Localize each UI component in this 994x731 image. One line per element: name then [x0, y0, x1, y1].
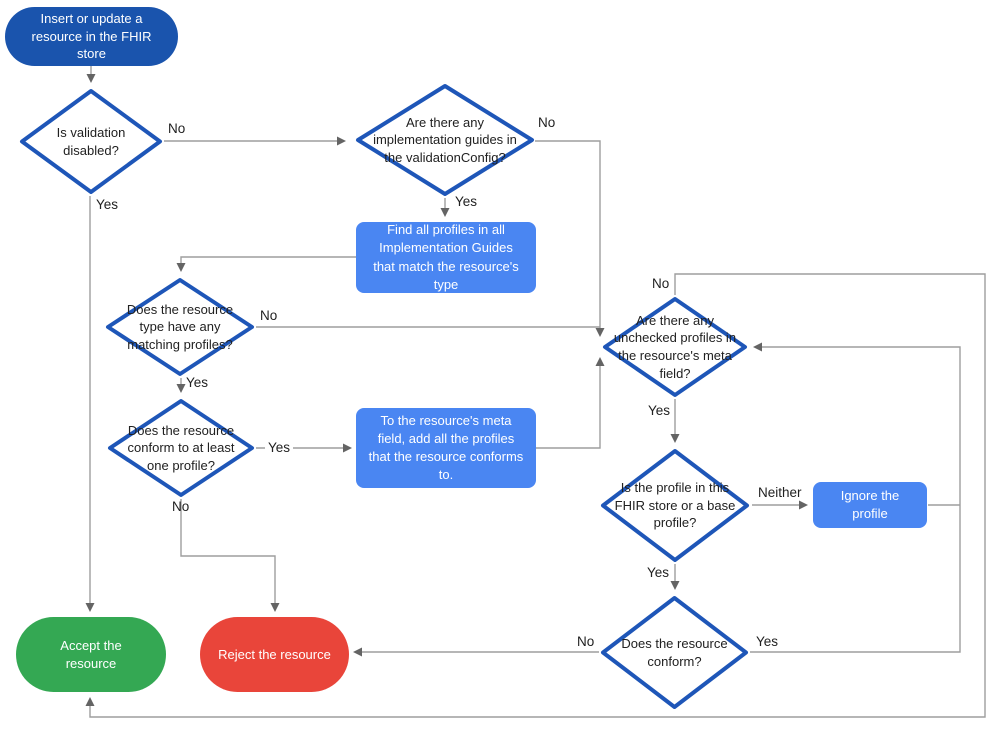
node-accept: Accept the resource [16, 617, 166, 692]
node-add-profiles-to-meta: To the resource's meta field, add all th… [356, 408, 536, 488]
node-reject-label: Reject the resource [218, 646, 331, 662]
label-conform-no: No [577, 634, 595, 649]
node-ignore-profile: Ignore the profile [813, 482, 927, 528]
edge-conformone-no-to-reject [180, 499, 280, 612]
node-conforms-to-one-profile-label: Does the resource conform to at least on… [127, 422, 235, 473]
node-accept-label: Accept the resource [60, 637, 122, 671]
label-validation-no: No [168, 121, 186, 136]
node-find-all-profiles-label: Find all profiles in all Implementation … [373, 222, 519, 292]
diamond-shape [106, 278, 254, 376]
label-unchecked-no: No [652, 276, 670, 291]
label-store-yes: Yes [647, 565, 670, 580]
node-does-resource-conform-label: Does the resource conform? [621, 635, 728, 669]
edge-findprofiles-to-matching [176, 256, 356, 272]
node-type-has-matching-profiles: Does the resource type have any matching… [105, 277, 255, 377]
label-conform-yes: Yes [756, 634, 779, 649]
node-any-implementation-guides: Are there any implementation guides in t… [355, 83, 535, 197]
node-does-resource-conform: Does the resource conform? [600, 595, 749, 710]
label-validation-yes: Yes [96, 197, 119, 212]
diamond-shape [603, 297, 747, 397]
label-conform-one-no: No [172, 499, 190, 514]
node-start: Insert or update a resource in the FHIR … [5, 7, 178, 66]
diamond-shape [356, 84, 534, 196]
node-any-implementation-guides-label: Are there any implementation guides in t… [373, 114, 517, 165]
edge-meta-to-unchecked [536, 357, 605, 449]
diamond-shape [20, 89, 162, 194]
node-start-label: Insert or update a resource in the FHIR … [31, 11, 152, 62]
node-profile-in-store-or-base-label: Is the profile in this FHIR store or a b… [614, 480, 736, 531]
node-add-profiles-to-meta-label: To the resource's meta field, add all th… [368, 412, 524, 483]
label-matching-no: No [260, 308, 278, 323]
node-unchecked-profiles-in-meta-label: Are there any unchecked profiles in the … [613, 312, 737, 381]
label-store-neither: Neither [758, 485, 802, 500]
label-unchecked-yes: Yes [648, 403, 671, 418]
label-guides-yes: Yes [455, 194, 478, 209]
label-guides-no: No [538, 115, 556, 130]
node-unchecked-profiles-in-meta: Are there any unchecked profiles in the … [602, 296, 748, 398]
label-matching-yes: Yes [186, 375, 209, 390]
diamond-shape [108, 399, 254, 497]
node-conforms-to-one-profile: Does the resource conform to at least on… [107, 398, 255, 498]
node-type-has-matching-profiles-label: Does the resource type have any matching… [126, 301, 234, 352]
node-ignore-profile-label: Ignore the profile [840, 487, 900, 521]
diamond-shape [601, 449, 749, 562]
node-is-validation-disabled: Is validation disabled? [19, 88, 163, 195]
diamond-shape [601, 596, 748, 709]
edge-unchecked-no-loop-to-accept [85, 273, 986, 718]
node-find-all-profiles: Find all profiles in all Implementation … [356, 222, 536, 293]
edge-guides-no-to-unchecked [535, 140, 605, 337]
node-profile-in-store-or-base: Is the profile in this FHIR store or a b… [600, 448, 750, 563]
label-conform-one-yes: Yes [265, 440, 294, 455]
node-reject: Reject the resource [200, 617, 349, 692]
edge-conform-yes-loop [750, 342, 961, 653]
node-is-validation-disabled-label: Is validation disabled? [56, 124, 126, 158]
